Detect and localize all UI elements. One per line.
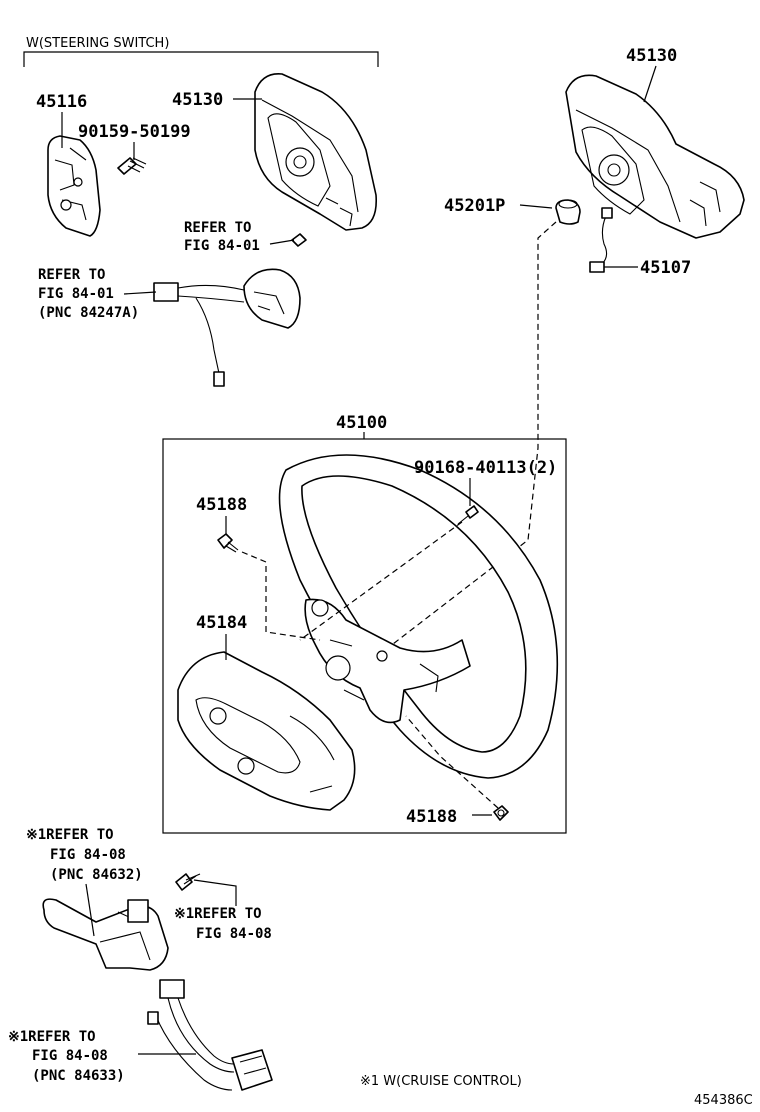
refer-to-3-line1: ※1REFER TO [26, 827, 114, 843]
alignment-line-45188-bottom [405, 715, 499, 809]
leader-refer-4 [193, 879, 237, 906]
part-number-45100: 45100 [336, 413, 387, 433]
horn-pad-right [565, 74, 745, 239]
refer-to-5-line2: FIG 84-08 [32, 1048, 108, 1064]
part-number-45188-top: 45188 [196, 495, 247, 515]
screw-90168 [457, 505, 479, 525]
part-number-45130-right: 45130 [626, 46, 677, 66]
lower-cover-part [177, 651, 356, 811]
part-number-45130-left: 45130 [172, 90, 223, 110]
part-number-45116: 45116 [36, 92, 87, 112]
refer-to-1-line1: REFER TO [184, 220, 251, 236]
part-number-90159-50199: 90159-50199 [78, 122, 191, 142]
part-number-45201p: 45201P [444, 196, 505, 216]
leader-refer-3 [85, 883, 95, 937]
screw-90159 [117, 157, 147, 175]
part-number-45188-bottom: 45188 [406, 807, 457, 827]
leader-refer-1 [269, 239, 295, 245]
refer-to-3-line2: FIG 84-08 [50, 847, 126, 863]
refer-to-2-line3: (PNC 84247A) [38, 305, 139, 321]
alignment-line-90168 [299, 521, 463, 641]
leader-45201p [519, 204, 553, 209]
part-number-90168-40113: 90168-40113(2) [414, 458, 557, 478]
figure-id: 454386C [694, 1093, 753, 1108]
cruise-switch-lever [42, 873, 201, 971]
steering-switch-label: W(STEERING SWITCH) [26, 36, 169, 51]
switch-cover-part [47, 135, 101, 237]
refer-to-4-line1: ※1REFER TO [174, 906, 262, 922]
horn-wire-part [589, 207, 613, 273]
cruise-wire-assembly [147, 979, 273, 1091]
refer-to-4-line2: FIG 84-08 [196, 926, 272, 942]
alignment-line-horn-button [379, 221, 557, 655]
steering-switch-bracket [23, 51, 379, 67]
part-number-45107: 45107 [640, 258, 691, 278]
part-number-45184: 45184 [196, 613, 247, 633]
horn-button-part [555, 199, 581, 225]
steering-wheel-part [278, 454, 559, 779]
leader-refer-2 [123, 291, 157, 295]
refer-to-2-line2: FIG 84-01 [38, 286, 114, 302]
leader-45130-right [643, 65, 657, 103]
cruise-control-footnote: ※1 W(CRUISE CONTROL) [360, 1074, 522, 1089]
refer-to-2-line1: REFER TO [38, 267, 105, 283]
refer-to-5-line1: ※1REFER TO [8, 1029, 96, 1045]
switch-wire-assembly [153, 233, 307, 387]
refer-to-5-line3: (PNC 84633) [32, 1068, 125, 1084]
refer-to-1-line2: FIG 84-01 [184, 238, 260, 254]
bolt-45188-top [217, 533, 239, 553]
bolt-45188-bottom [493, 805, 509, 821]
alignment-line-45188-top [241, 551, 321, 641]
horn-pad-left [254, 73, 378, 231]
refer-to-3-line3: (PNC 84632) [50, 867, 143, 883]
